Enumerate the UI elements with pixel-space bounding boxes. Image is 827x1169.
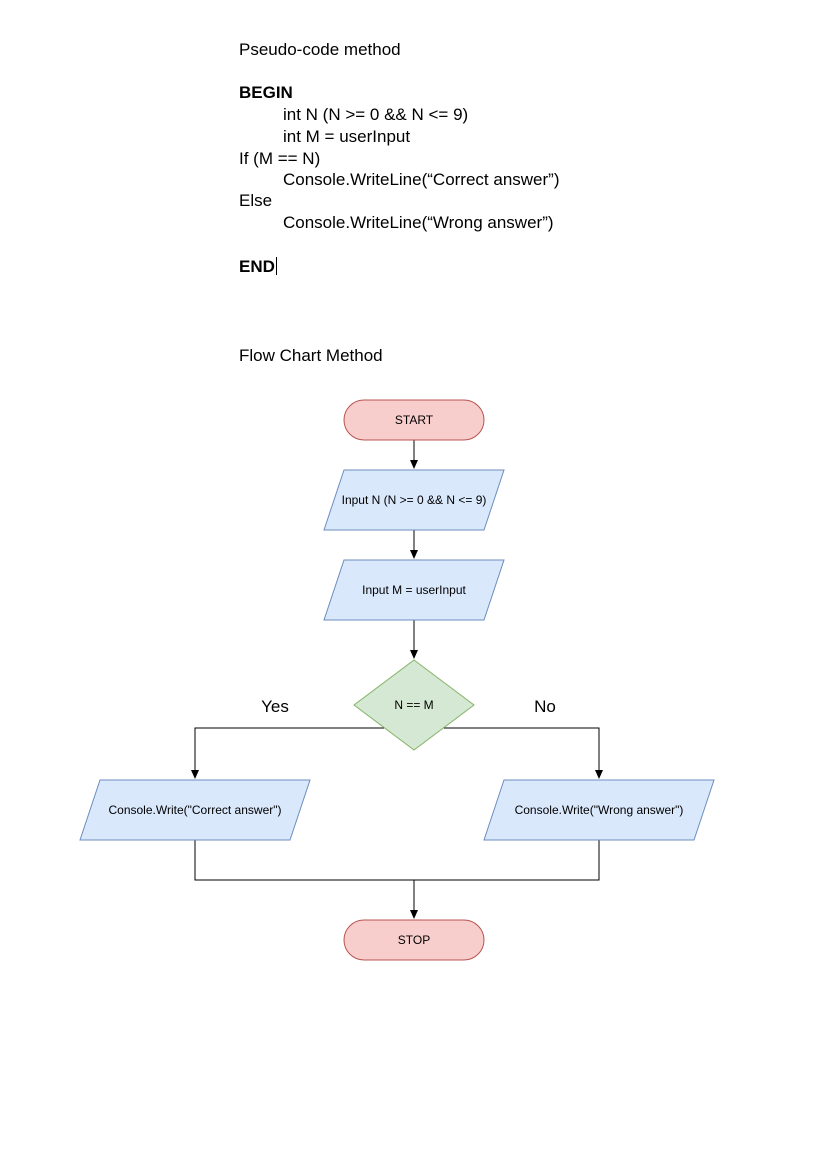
pseudocode-else: Else bbox=[239, 191, 273, 210]
pseudocode-begin: BEGIN bbox=[239, 83, 293, 102]
pseudocode-declare-n: int N (N >= 0 && N <= 9) bbox=[283, 105, 469, 124]
start-node: START bbox=[343, 399, 485, 441]
pseudocode-if: If (M == N) bbox=[239, 149, 321, 168]
input-n-node: Input N (N >= 0 && N <= 9) bbox=[323, 469, 505, 531]
pseudocode-end: END bbox=[239, 257, 275, 276]
text-cursor bbox=[275, 257, 277, 275]
edge-correct-to-merge bbox=[194, 840, 600, 881]
pseudocode-title: Pseudo-code method bbox=[239, 40, 401, 59]
input-m-node: Input M = userInput bbox=[323, 559, 505, 621]
edge-decision-no bbox=[444, 727, 603, 779]
pseudocode-write-correct: Console.WriteLine(“Correct answer”) bbox=[283, 170, 560, 189]
output-wrong-label: Console.Write("Wrong answer") bbox=[515, 803, 684, 817]
pseudocode-write-wrong: Console.WriteLine(“Wrong answer”) bbox=[283, 213, 554, 232]
start-label: START bbox=[395, 413, 434, 427]
pseudocode-declare-m: int M = userInput bbox=[283, 127, 411, 146]
no-branch-label: No bbox=[534, 697, 556, 716]
stop-label: STOP bbox=[398, 933, 430, 947]
input-n-shape bbox=[323, 469, 505, 531]
decision-label: N == M bbox=[394, 698, 433, 712]
pseudocode-end-line: END bbox=[239, 257, 277, 277]
yes-branch-label: Yes bbox=[261, 697, 289, 716]
output-wrong-shape bbox=[483, 779, 715, 841]
start-shape bbox=[343, 399, 485, 441]
edge-decision-yes bbox=[191, 727, 384, 779]
input-m-shape bbox=[323, 559, 505, 621]
output-correct-node: Console.Write("Correct answer") bbox=[79, 779, 311, 841]
flowchart-title: Flow Chart Method bbox=[239, 346, 383, 365]
pseudocode-section: Pseudo-code method BEGIN int N (N >= 0 &… bbox=[0, 0, 827, 300]
input-m-label: Input M = userInput bbox=[362, 583, 466, 597]
output-correct-label: Console.Write("Correct answer") bbox=[108, 803, 281, 817]
input-n-label: Input N (N >= 0 && N <= 9) bbox=[342, 493, 487, 507]
output-correct-shape bbox=[79, 779, 311, 841]
stop-shape bbox=[343, 919, 485, 961]
decision-node: N == M bbox=[353, 659, 475, 751]
output-wrong-node: Console.Write("Wrong answer") bbox=[483, 779, 715, 841]
decision-shape bbox=[353, 659, 475, 751]
stop-node: STOP bbox=[343, 919, 485, 961]
